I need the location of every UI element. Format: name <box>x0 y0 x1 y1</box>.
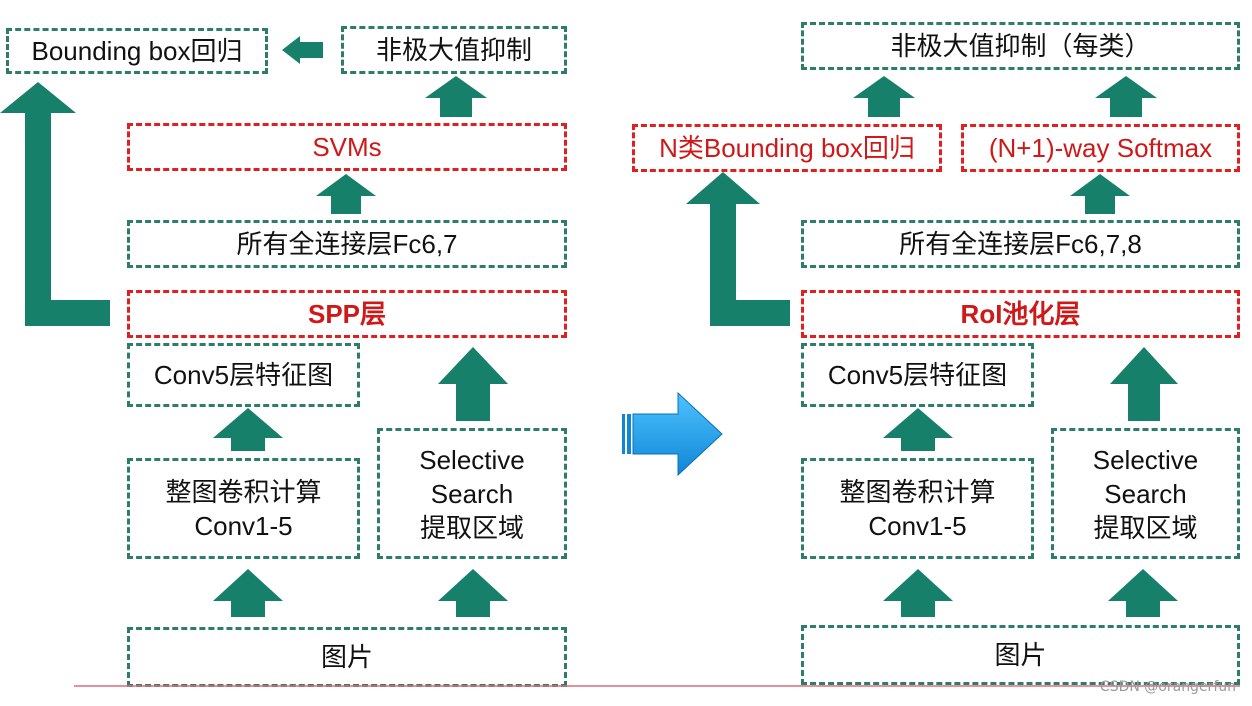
right-softmax-label: (N+1)-way Softmax <box>988 133 1213 163</box>
left-svms-box: SVMs <box>127 123 567 171</box>
left-conv5-label: Conv5层特征图 <box>153 360 334 390</box>
left-arrow-svms-to-nms <box>425 76 487 117</box>
right-fc-label: 所有全连接层Fc6,7,8 <box>899 229 1142 259</box>
left-conv-label-line1: 整图卷积计算 <box>165 476 322 507</box>
transition-arrow-body <box>632 391 723 477</box>
right-nms-label: 非极大值抑制（每类） <box>890 31 1151 61</box>
left-nms-box: 非极大值抑制 <box>341 26 567 74</box>
left-spp-label: SPP层 <box>307 299 387 329</box>
left-fc-label: 所有全连接层Fc6,7 <box>236 229 458 259</box>
right-arrow-image-to-ss <box>1108 569 1178 617</box>
transition-arrow-stripe-2 <box>627 414 631 454</box>
left-bbox-regression-label: Bounding box回归 <box>31 36 243 66</box>
right-bbox-regression-label: N类Bounding box回归 <box>659 133 915 163</box>
right-arrow-image-to-conv <box>883 569 953 617</box>
left-ss-label-line3: 提取区域 <box>419 512 524 543</box>
left-conv5-box: Conv5层特征图 <box>127 343 360 407</box>
left-arrow-spp-to-bbox <box>0 82 110 326</box>
left-fc-box: 所有全连接层Fc6,7 <box>127 220 567 268</box>
right-conv-label-line2: Conv1-5 <box>868 510 967 541</box>
right-conv-label-line1: 整图卷积计算 <box>839 476 996 507</box>
left-svms-label: SVMs <box>312 132 382 162</box>
right-roi-box: RoI池化层 <box>801 290 1240 338</box>
right-image-label: 图片 <box>994 640 1047 670</box>
right-arrow-bbox-to-nms <box>853 76 915 117</box>
left-conv-label-line2: Conv1-5 <box>194 510 293 541</box>
right-ss-label-line1: Selective <box>1092 444 1199 475</box>
left-arrow-ss-to-spp <box>438 347 508 421</box>
right-roi-label: RoI池化层 <box>960 299 1081 329</box>
left-arrow-fc-to-svms <box>316 174 376 214</box>
left-arrow-conv-to-conv5 <box>213 408 283 451</box>
right-fc-box: 所有全连接层Fc6,7,8 <box>801 220 1240 268</box>
right-conv5-label: Conv5层特征图 <box>827 360 1008 390</box>
left-bbox-regression-box: Bounding box回归 <box>6 28 268 74</box>
right-arrow-ss-to-roi <box>1110 347 1178 421</box>
left-arrow-nms-to-bbox <box>282 36 323 64</box>
left-selective-search-box: Selective Search 提取区域 <box>377 428 567 559</box>
right-arrow-fc-to-softmax <box>1070 174 1130 214</box>
right-arrow-roi-to-bbox <box>686 172 790 326</box>
left-ss-label-line1: Selective <box>419 444 525 475</box>
right-conv-box: 整图卷积计算 Conv1-5 <box>801 458 1034 559</box>
left-spp-box: SPP层 <box>127 290 567 338</box>
watermark: CSDN @orangerfun <box>1099 679 1236 695</box>
right-image-box: 图片 <box>801 625 1240 685</box>
left-arrow-image-to-conv <box>213 569 283 617</box>
right-ss-label-line2: Search <box>1104 478 1187 509</box>
left-ss-label-line2: Search <box>430 478 514 509</box>
right-bbox-regression-box: N类Bounding box回归 <box>632 124 942 172</box>
transition-arrow <box>622 391 723 477</box>
right-softmax-box: (N+1)-way Softmax <box>961 124 1240 172</box>
right-conv5-box: Conv5层特征图 <box>801 343 1034 407</box>
left-arrow-image-to-ss <box>438 569 508 617</box>
left-image-label: 图片 <box>320 642 373 672</box>
right-nms-box: 非极大值抑制（每类） <box>801 22 1240 70</box>
transition-arrow-stripe-1 <box>622 414 625 454</box>
right-arrow-conv-to-conv5 <box>883 408 953 451</box>
right-arrow-softmax-to-nms <box>1095 76 1157 117</box>
right-selective-search-box: Selective Search 提取区域 <box>1051 428 1240 559</box>
right-ss-label-line3: 提取区域 <box>1093 512 1198 543</box>
left-conv-box: 整图卷积计算 Conv1-5 <box>127 458 360 559</box>
left-nms-label: 非极大值抑制 <box>375 35 532 65</box>
